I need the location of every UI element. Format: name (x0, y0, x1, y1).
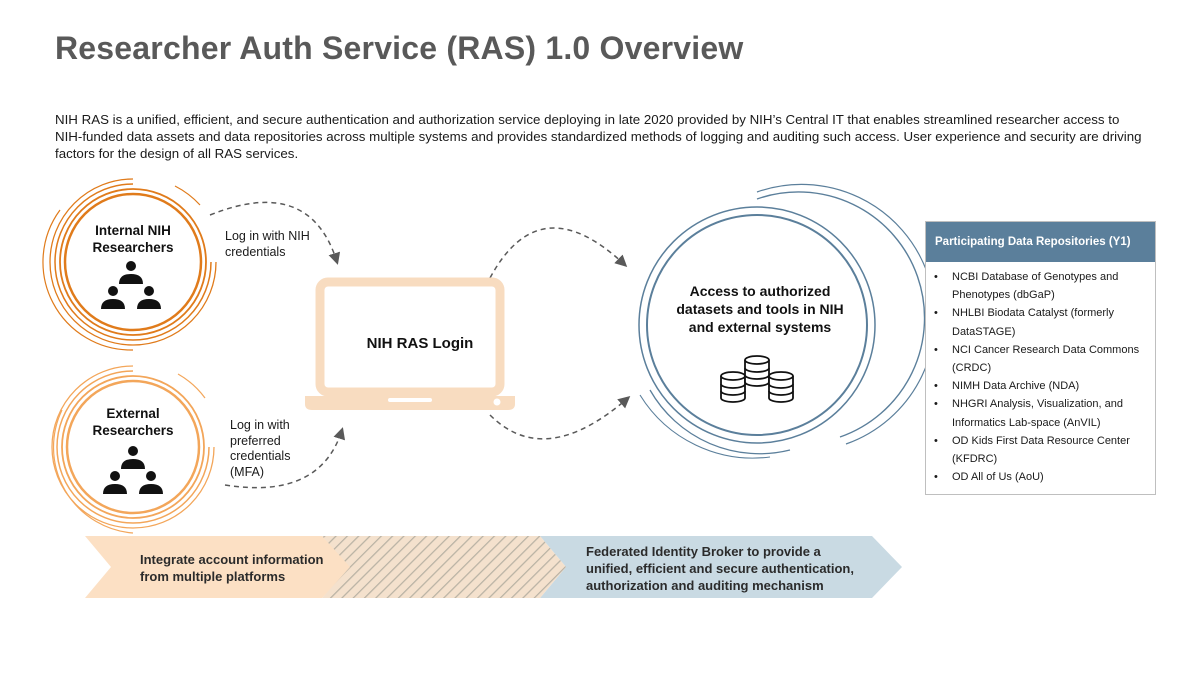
internal-credentials-label: Log in with NIH credentials (225, 229, 310, 260)
external-label-line1: External (106, 406, 160, 421)
arrow-external-to-login (224, 427, 346, 489)
internal-researchers-rings (42, 178, 217, 351)
bullet-icon: • (934, 271, 938, 283)
banner-right-line1: Federated Identity Broker to provide a (586, 544, 821, 559)
banner-right-line3: authorization and auditing mechanism (586, 578, 824, 593)
external-researchers-rings (51, 365, 215, 534)
list-item-line: OD Kids First Data Resource Center (952, 434, 1130, 447)
access-line3: and external systems (688, 319, 832, 335)
access-rings (638, 183, 936, 459)
banner-left-line2: from multiple platforms (140, 569, 286, 584)
list-item-line: (CRDC) (952, 362, 992, 375)
list-item-line: OD All of Us (AoU) (952, 471, 1044, 484)
access-label: Access to authorized datasets and tools … (650, 282, 870, 336)
list-item-line: (KFDRC) (952, 453, 998, 466)
external-label-line2: Researchers (92, 423, 174, 438)
access-line1: Access to authorized (689, 283, 831, 299)
bullet-icon: • (934, 343, 938, 356)
banner-arrow (85, 536, 902, 598)
internal-cred-line1: Log in with NIH (225, 229, 310, 243)
bullet-icon: • (934, 471, 938, 484)
banner-right-line2: unified, efficient and secure authentica… (586, 561, 854, 576)
banner-right-text: Federated Identity Broker to provide a u… (586, 543, 854, 594)
banner-left-line1: Integrate account information (140, 552, 324, 567)
list-item-line: NIMH Data Archive (NDA) (952, 380, 1080, 393)
people-group-icon (101, 261, 161, 309)
list-item-line: NHLBI Biodata Catalyst (formerly (952, 307, 1114, 320)
access-line2: datasets and tools in NIH (676, 301, 844, 317)
list-item: • OD Kids First Data Resource Center (KFDR… (934, 432, 1147, 468)
list-item-line: NCBI Database of Genotypes and (952, 271, 1119, 283)
external-cred-line1: Log in with (230, 418, 290, 432)
list-item-line: Phenotypes (dbGaP) (952, 289, 1055, 302)
bullet-icon: • (934, 398, 938, 411)
external-credentials-label: Log in with preferred credentials (MFA) (230, 418, 290, 480)
external-cred-line3: credentials (230, 449, 291, 463)
laptop-icon (305, 277, 515, 410)
bullet-icon: • (934, 380, 938, 393)
list-item: • NIMH Data Archive (NDA) (934, 377, 1147, 395)
arrow-login-to-access-top (489, 227, 628, 279)
list-item-line: NCI Cancer Research Data Commons (952, 343, 1140, 356)
database-icon (720, 355, 794, 403)
list-item: • OD All of Us (AoU) (934, 468, 1147, 486)
intro-paragraph: NIH RAS is a unified, efficient, and sec… (55, 112, 1142, 161)
people-group-icon (103, 446, 163, 494)
external-cred-line4: (MFA) (230, 464, 265, 479)
list-item-line: Informatics Lab-space (AnVIL) (952, 416, 1101, 429)
login-label: NIH RAS Login (366, 335, 474, 352)
bullet-icon: • (934, 434, 938, 447)
page-title: Researcher Auth Service (RAS) 1.0 Overvi… (55, 30, 744, 66)
internal-label-line2: Researchers (92, 240, 174, 255)
list-item-line: NHGRI Analysis, Visualization, and (952, 398, 1123, 411)
arrow-internal-to-login (209, 201, 341, 265)
repositories-panel: Participating Data Repositories (Y1) • NC… (925, 221, 1156, 495)
repositories-header: Participating Data Repositories (Y1) (926, 222, 1155, 262)
internal-cred-line2: credentials (225, 244, 286, 259)
bullet-icon: • (934, 307, 938, 320)
external-researchers-label: External Researchers (83, 405, 183, 439)
list-item-line: DataSTAGE) (952, 325, 1016, 338)
external-cred-line2: preferred (230, 433, 281, 448)
internal-researchers-label: Internal NIH Researchers (83, 222, 183, 256)
internal-label-line1: Internal NIH (95, 223, 171, 238)
list-item: • NCI Cancer Research Data Commons (CRDC) (934, 341, 1147, 377)
banner-left-text: Integrate account information from multi… (140, 551, 323, 585)
